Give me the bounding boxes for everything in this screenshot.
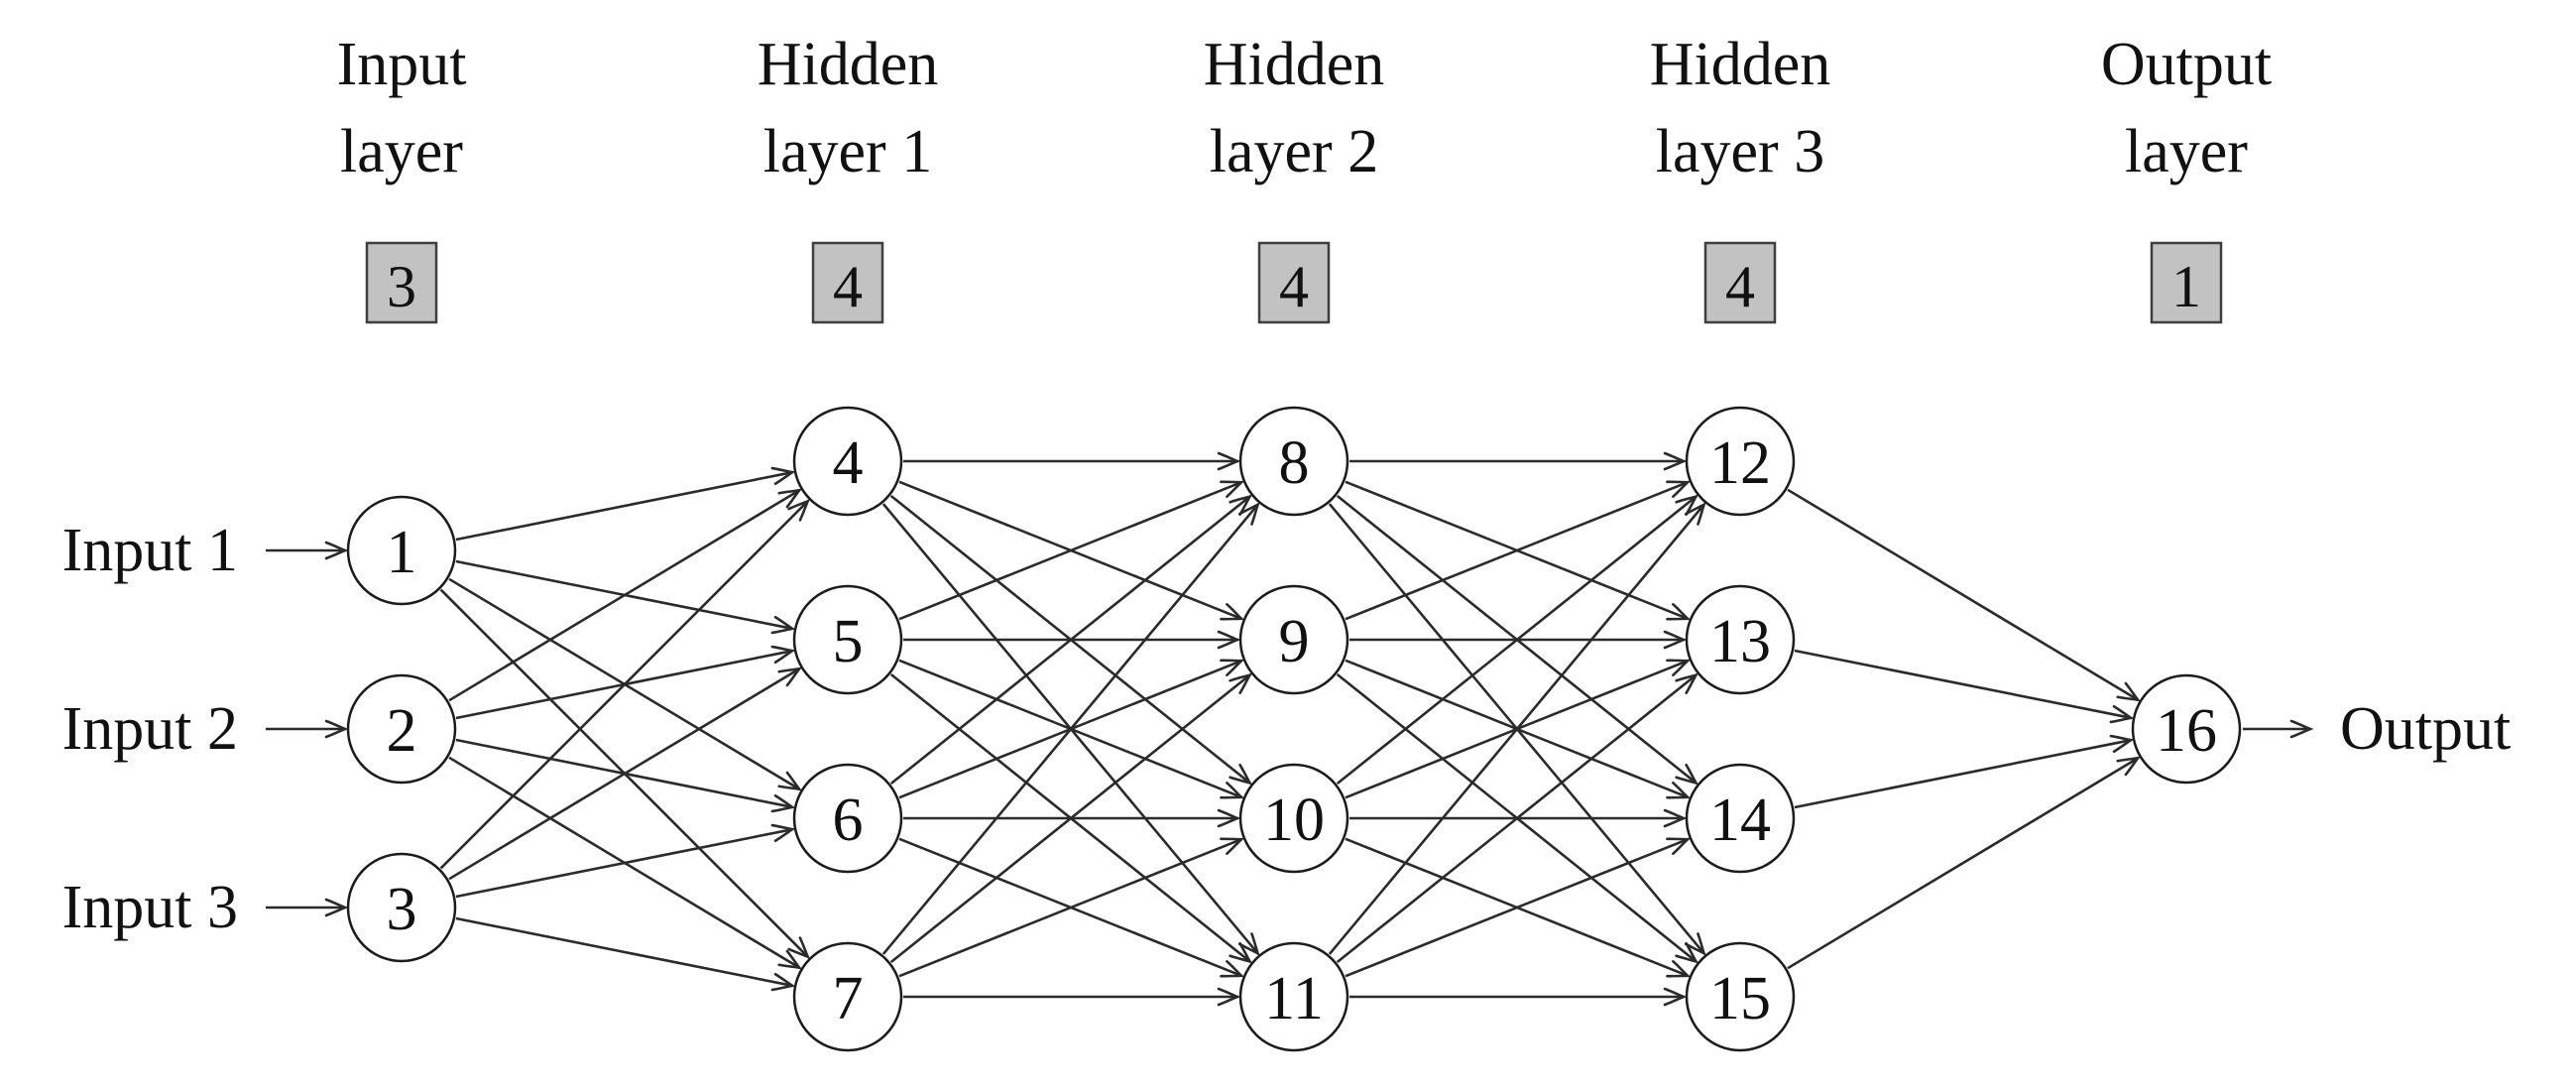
edge-11-13 bbox=[1336, 672, 1699, 964]
layer-count-hidden3: 4 bbox=[1725, 254, 1755, 319]
layer-count-hidden2: 4 bbox=[1279, 254, 1309, 319]
edge-2-4 bbox=[448, 488, 803, 702]
node-label-1: 1 bbox=[387, 519, 417, 586]
layer-header-line1-hidden2: Hidden bbox=[1204, 31, 1385, 98]
node-14 bbox=[1685, 763, 1796, 874]
input-label-1: Input 1 bbox=[62, 517, 238, 584]
edge-11-12 bbox=[1328, 502, 1706, 955]
node-10 bbox=[1238, 763, 1349, 874]
node-label-14: 14 bbox=[1709, 787, 1771, 854]
layer-count-box-hidden3 bbox=[1703, 241, 1777, 324]
node-label-7: 7 bbox=[833, 965, 864, 1032]
node-16 bbox=[2131, 673, 2242, 785]
layer-headers: Input layer 3 Hidden layer 1 4 Hidden layer 2 4 H… bbox=[337, 31, 2272, 324]
node-label-12: 12 bbox=[1709, 429, 1771, 497]
layer-count-box-output bbox=[2150, 241, 2223, 324]
input-label-3: Input 3 bbox=[62, 874, 238, 941]
layer-header-line1-input: Input bbox=[337, 31, 467, 98]
node-label-13: 13 bbox=[1709, 608, 1771, 675]
edge-3-6 bbox=[455, 823, 796, 899]
edge-12-16 bbox=[1787, 488, 2142, 702]
layer-count-input: 3 bbox=[387, 254, 416, 319]
layer-header-line1-hidden3: Hidden bbox=[1650, 31, 1831, 98]
output-label: Output bbox=[2340, 695, 2511, 763]
edge-15-16 bbox=[1787, 756, 2142, 970]
layer-header-line1-output: Output bbox=[2101, 31, 2272, 98]
edge-1-4 bbox=[455, 466, 796, 542]
node-label-10: 10 bbox=[1263, 787, 1325, 854]
edges bbox=[439, 451, 2142, 1007]
node-8 bbox=[1238, 406, 1349, 517]
layer-count-box-input bbox=[365, 241, 438, 324]
node-label-4: 4 bbox=[833, 429, 864, 497]
node-label-9: 9 bbox=[1279, 608, 1310, 675]
node-label-2: 2 bbox=[387, 697, 417, 765]
edge-3-7 bbox=[455, 916, 796, 992]
node-13 bbox=[1685, 584, 1796, 695]
layer-header-line2-output: layer bbox=[2125, 118, 2248, 185]
layer-header-line2-hidden1: layer 1 bbox=[763, 118, 932, 185]
node-label-5: 5 bbox=[833, 608, 864, 675]
edge-9-12 bbox=[1345, 480, 1692, 621]
layer-count-box-hidden1 bbox=[811, 241, 884, 324]
node-6 bbox=[792, 763, 903, 874]
edge-11-14 bbox=[1345, 837, 1692, 978]
node-label-3: 3 bbox=[387, 876, 417, 943]
node-15 bbox=[1685, 941, 1796, 1052]
node-5 bbox=[792, 584, 903, 695]
node-9 bbox=[1238, 584, 1349, 695]
node-12 bbox=[1685, 406, 1796, 517]
layer-count-output: 1 bbox=[2171, 254, 2201, 319]
edge-10-12 bbox=[1336, 494, 1699, 786]
node-4 bbox=[792, 406, 903, 517]
layer-header-line1-hidden1: Hidden bbox=[758, 31, 939, 98]
edge-14-16 bbox=[1794, 734, 2135, 809]
layer-header-line2-hidden2: layer 2 bbox=[1210, 118, 1378, 185]
layer-header-line2-hidden3: layer 3 bbox=[1656, 118, 1824, 185]
edge-13-16 bbox=[1794, 649, 2135, 724]
edge-3-4 bbox=[439, 498, 811, 870]
node-label-11: 11 bbox=[1264, 965, 1324, 1032]
input-label-2: Input 2 bbox=[62, 695, 238, 763]
layer-header-line2-input: layer bbox=[340, 118, 463, 185]
edge-7-8 bbox=[881, 502, 1260, 955]
edge-7-10 bbox=[898, 837, 1245, 978]
layer-count-hidden1: 4 bbox=[833, 254, 863, 319]
edge-7-9 bbox=[889, 672, 1253, 964]
node-label-15: 15 bbox=[1709, 965, 1771, 1032]
node-label-8: 8 bbox=[1279, 429, 1310, 497]
edge-5-8 bbox=[898, 480, 1245, 621]
node-7 bbox=[792, 941, 903, 1052]
edge-6-8 bbox=[889, 494, 1253, 786]
edge-3-5 bbox=[448, 667, 803, 881]
node-label-16: 16 bbox=[2156, 697, 2217, 765]
io-labels: Input 1 Input 2 Input 3 Output bbox=[62, 517, 2512, 941]
node-11 bbox=[1238, 941, 1349, 1052]
node-label-6: 6 bbox=[833, 787, 864, 854]
layer-count-box-hidden2 bbox=[1257, 241, 1331, 324]
